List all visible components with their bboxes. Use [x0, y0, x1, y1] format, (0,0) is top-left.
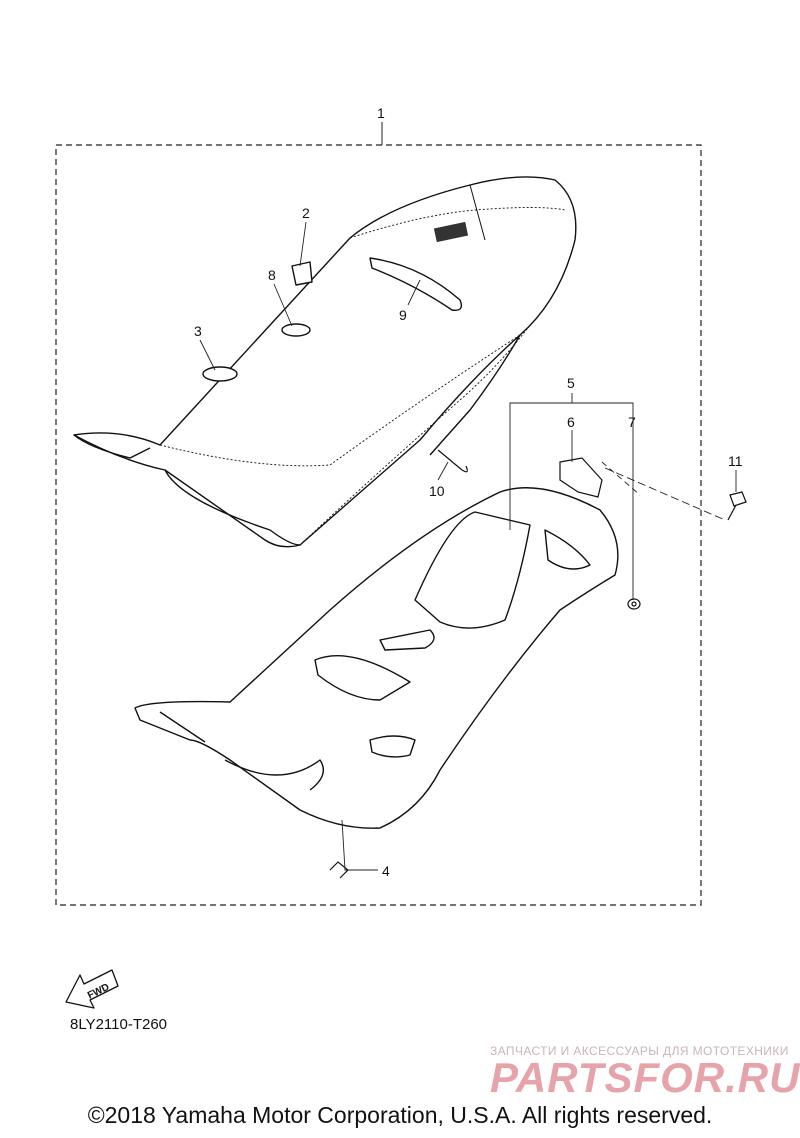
- watermark-tagline: ЗАПЧАСТИ И АКСЕССУАРЫ ДЛЯ МОТОТЕХНИКИ: [490, 1044, 789, 1058]
- callout-8: 8: [268, 267, 276, 283]
- seat-cover: [73, 176, 577, 548]
- callout-5: 5: [567, 375, 575, 391]
- leader-lines: [199, 221, 737, 871]
- callout-10: 10: [429, 483, 445, 499]
- part-11-bolt: [727, 491, 747, 521]
- part-7-nut: [627, 598, 641, 610]
- callout-1: 1: [377, 105, 385, 121]
- copyright-notice: ©2018 Yamaha Motor Corporation, U.S.A. A…: [87, 1102, 713, 1128]
- part-4-clip: [329, 861, 349, 879]
- watermark-brand: PARTSFOR.RU: [490, 1054, 800, 1101]
- callout-6: 6: [567, 414, 575, 430]
- part-10-tie: [437, 449, 468, 473]
- callout-4: 4: [382, 863, 390, 879]
- callout-2: 2: [302, 205, 310, 221]
- assembly-boundary: [55, 144, 702, 906]
- seat-base: [134, 487, 619, 829]
- callout-9: 9: [399, 307, 407, 323]
- callout-7: 7: [628, 414, 636, 430]
- part-6-bracket: [559, 457, 603, 498]
- callout-11: 11: [728, 453, 743, 469]
- callout-3: 3: [194, 323, 202, 339]
- fwd-arrow-icon: FWD: [65, 969, 119, 1009]
- diagram-code: 8LY2110-T260: [70, 1016, 168, 1033]
